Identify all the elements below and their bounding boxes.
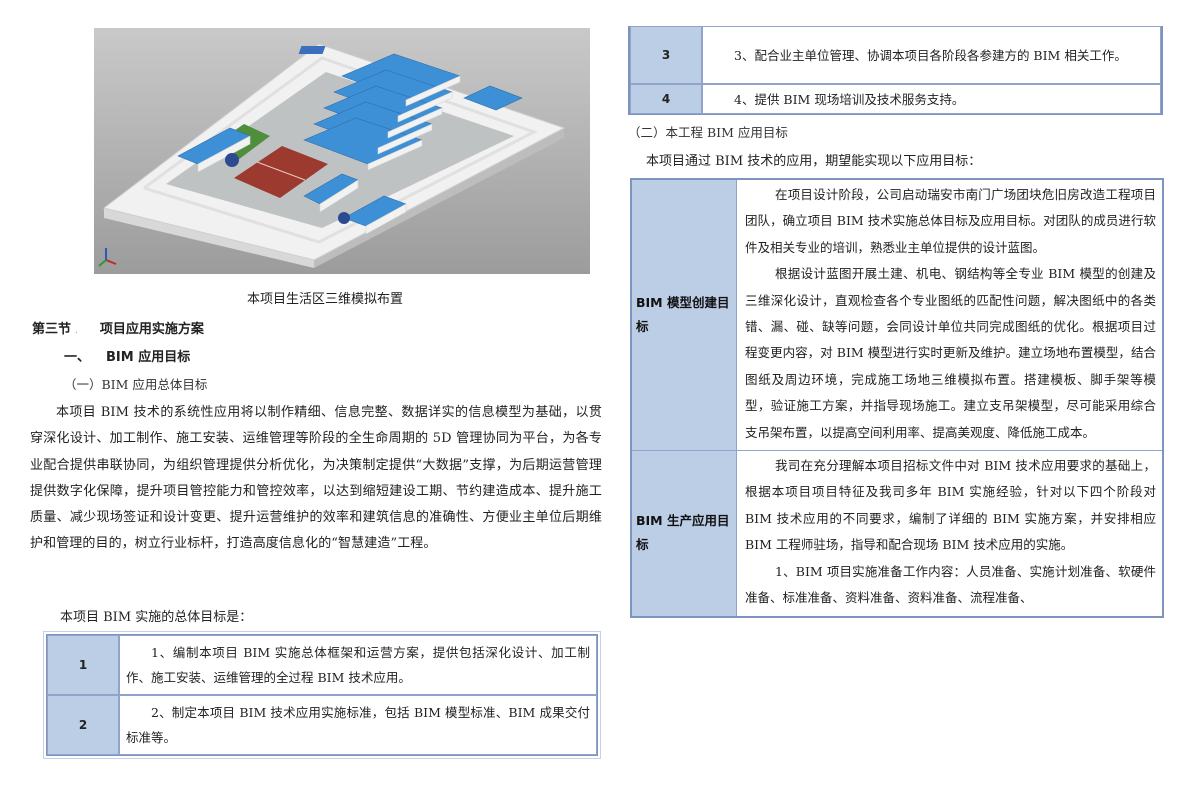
site-3d-render [94,28,590,274]
minor-heading: （一）BIM 应用总体目标 [64,377,208,392]
content-paragraph: 我司在充分理解本项目招标文件中对 BIM 技术应用要求的基础上，根据本项目项目特… [745,458,1156,553]
minor-heading: （二）本工程 BIM 应用目标 [628,125,788,140]
goal-text: 3、配合业主单位管理、协调本项目各阶段各参建方的 BIM 相关工作。 [702,26,1161,84]
goals-table: 1 1、编制本项目 BIM 实施总体框架和运营方案，提供包括深化设计、加工制作、… [43,631,601,759]
goal-text: 1、编制本项目 BIM 实施总体框架和运营方案，提供包括深化设计、加工制作、施工… [119,635,597,695]
table-row: BIM 生产应用目标 我司在充分理解本项目招标文件中对 BIM 技术应用要求的基… [630,450,1164,617]
table-row: 3 3、配合业主单位管理、协调本项目各阶段各参建方的 BIM 相关工作。 [630,26,1161,84]
row-content: 在项目设计阶段，公司启动瑞安市南门广场团块危旧房改造工程项目团队，确立项目 BI… [736,178,1164,452]
goal-index: 3 [630,26,702,84]
left-page: 本项目生活区三维模拟布置 第三节. 项目应用实施方案 一、 BIM 应用目标 （一）… [30,0,602,811]
content-paragraph: 在项目设计阶段，公司启动瑞安市南门广场团块危旧房改造工程项目团队，确立项目 BI… [745,187,1156,255]
goals-table-continued: 3 3、配合业主单位管理、协调本项目各阶段各参建方的 BIM 相关工作。 4 4… [628,26,1163,115]
subsection-number: 一、 [64,350,91,365]
section-heading: 第三节. 项目应用实施方案 [32,318,204,337]
row-label: BIM 生产应用目标 [630,450,737,617]
goal-text: 2、制定本项目 BIM 技术应用实施标准，包括 BIM 模型标准、BIM 成果交… [119,695,597,755]
right-page: 3 3、配合业主单位管理、协调本项目各阶段各参建方的 BIM 相关工作。 4 4… [628,0,1168,811]
subsection-heading: 一、 BIM 应用目标 [64,346,190,365]
goal-index: 2 [47,695,119,755]
overview-paragraph: 本项目 BIM 技术的系统性应用将以制作精细、信息完整、数据详实的信息模型为基础… [30,405,602,552]
section-number: 第三节 [32,322,72,337]
goal-index: 1 [47,635,119,695]
table-row: 4 4、提供 BIM 现场培训及技术服务支持。 [630,84,1161,114]
goal-text: 4、提供 BIM 现场培训及技术服务支持。 [702,84,1161,114]
row-content: 我司在充分理解本项目招标文件中对 BIM 技术应用要求的基础上，根据本项目项目特… [736,450,1164,617]
section-title: 项目应用实施方案 [99,322,204,337]
row-label: BIM 模型创建目标 [630,178,737,452]
intro-text: 本项目通过 BIM 技术的应用，期望能实现以下应用目标： [646,154,982,169]
subsection-title: BIM 应用目标 [106,350,191,365]
figure-caption: 本项目生活区三维模拟布置 [246,292,403,307]
table-row: 1 1、编制本项目 BIM 实施总体框架和运营方案，提供包括深化设计、加工制作、… [47,635,597,695]
table-row: 2 2、制定本项目 BIM 技术应用实施标准，包括 BIM 模型标准、BIM 成… [47,695,597,755]
table-row: BIM 模型创建目标 在项目设计阶段，公司启动瑞安市南门广场团块危旧房改造工程项… [630,178,1164,452]
content-paragraph: 1、BIM 项目实施准备工作内容：人员准备、实施计划准备、软硬件准备、标准准备、… [745,563,1156,606]
content-paragraph: 根据设计蓝图开展土建、机电、钢结构等全专业 BIM 模型的创建及三维深化设计，直… [745,266,1156,440]
goal-intro: 本项目 BIM 实施的总体目标是： [60,610,253,625]
application-goals-table: BIM 模型创建目标 在项目设计阶段，公司启动瑞安市南门广场团块危旧房改造工程项… [630,178,1164,618]
heading-dot: . [75,326,78,336]
goal-index: 4 [630,84,702,114]
